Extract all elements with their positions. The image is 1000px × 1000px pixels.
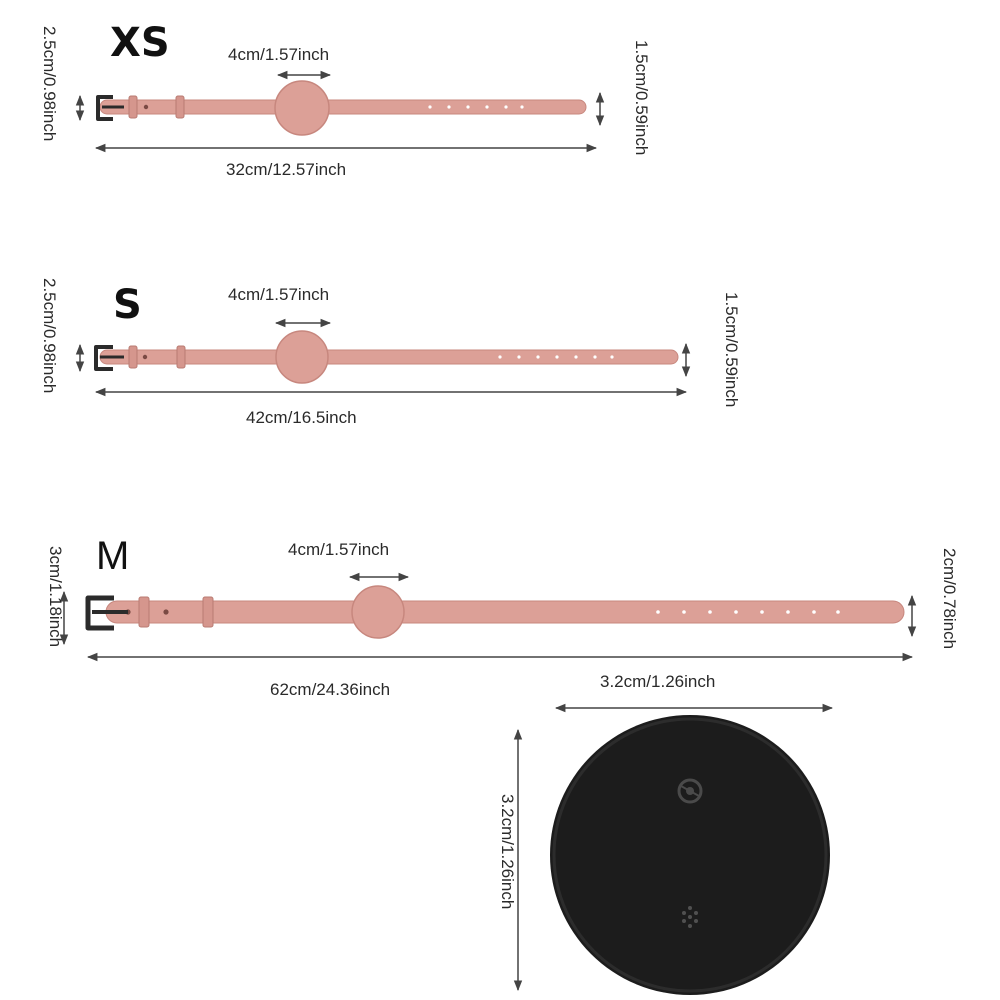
tracker-holder — [274, 80, 330, 136]
length-label: 42cm/16.5inch — [246, 408, 357, 427]
buckle-icon — [94, 345, 113, 371]
strap-loop — [128, 95, 138, 119]
buckle-width-label: 2.5cm/0.98inch — [40, 278, 59, 394]
size-label-s: S — [113, 282, 142, 328]
length-label: 32cm/12.57inch — [226, 160, 347, 179]
size-label-xs: XS — [110, 20, 170, 66]
tip-width-label: 1.5cm/0.59inch — [722, 292, 741, 408]
logo-icon — [677, 778, 703, 804]
tracker-holder — [275, 330, 329, 384]
speaker-icon — [682, 906, 698, 928]
buckle-icon — [96, 95, 113, 121]
tip-width-label: 2cm/0.78inch — [940, 548, 959, 650]
strap-band — [105, 600, 905, 624]
buckle-width-label: 3cm/1.18inch — [46, 546, 65, 648]
tip-width-label: 1.5cm/0.59inch — [632, 40, 651, 156]
strap-loop — [176, 345, 186, 369]
diameter-label: 4cm/1.57inch — [228, 45, 330, 64]
strap-band — [99, 349, 679, 365]
strap-s — [75, 318, 691, 397]
strap-m — [59, 572, 917, 662]
tracker-device — [513, 703, 834, 995]
strap-loop — [175, 95, 185, 119]
strap-loop — [128, 345, 138, 369]
strap-loop — [202, 596, 214, 628]
length-label: 62cm/24.36inch — [270, 680, 391, 699]
buckle-icon — [85, 595, 114, 631]
buckle-width-label: 2.5cm/0.98inch — [40, 26, 59, 142]
strap-xs — [75, 70, 605, 153]
strap-band — [99, 99, 587, 115]
tracker-holder — [351, 585, 405, 639]
diameter-label: 4cm/1.57inch — [228, 285, 330, 304]
diameter-label: 4cm/1.57inch — [288, 540, 390, 559]
strap-loop — [138, 596, 150, 628]
tracker-height-label: 3.2cm/1.26inch — [498, 794, 517, 910]
size-label-m: M — [96, 534, 130, 578]
tracker-width-label: 3.2cm/1.26inch — [600, 672, 716, 691]
